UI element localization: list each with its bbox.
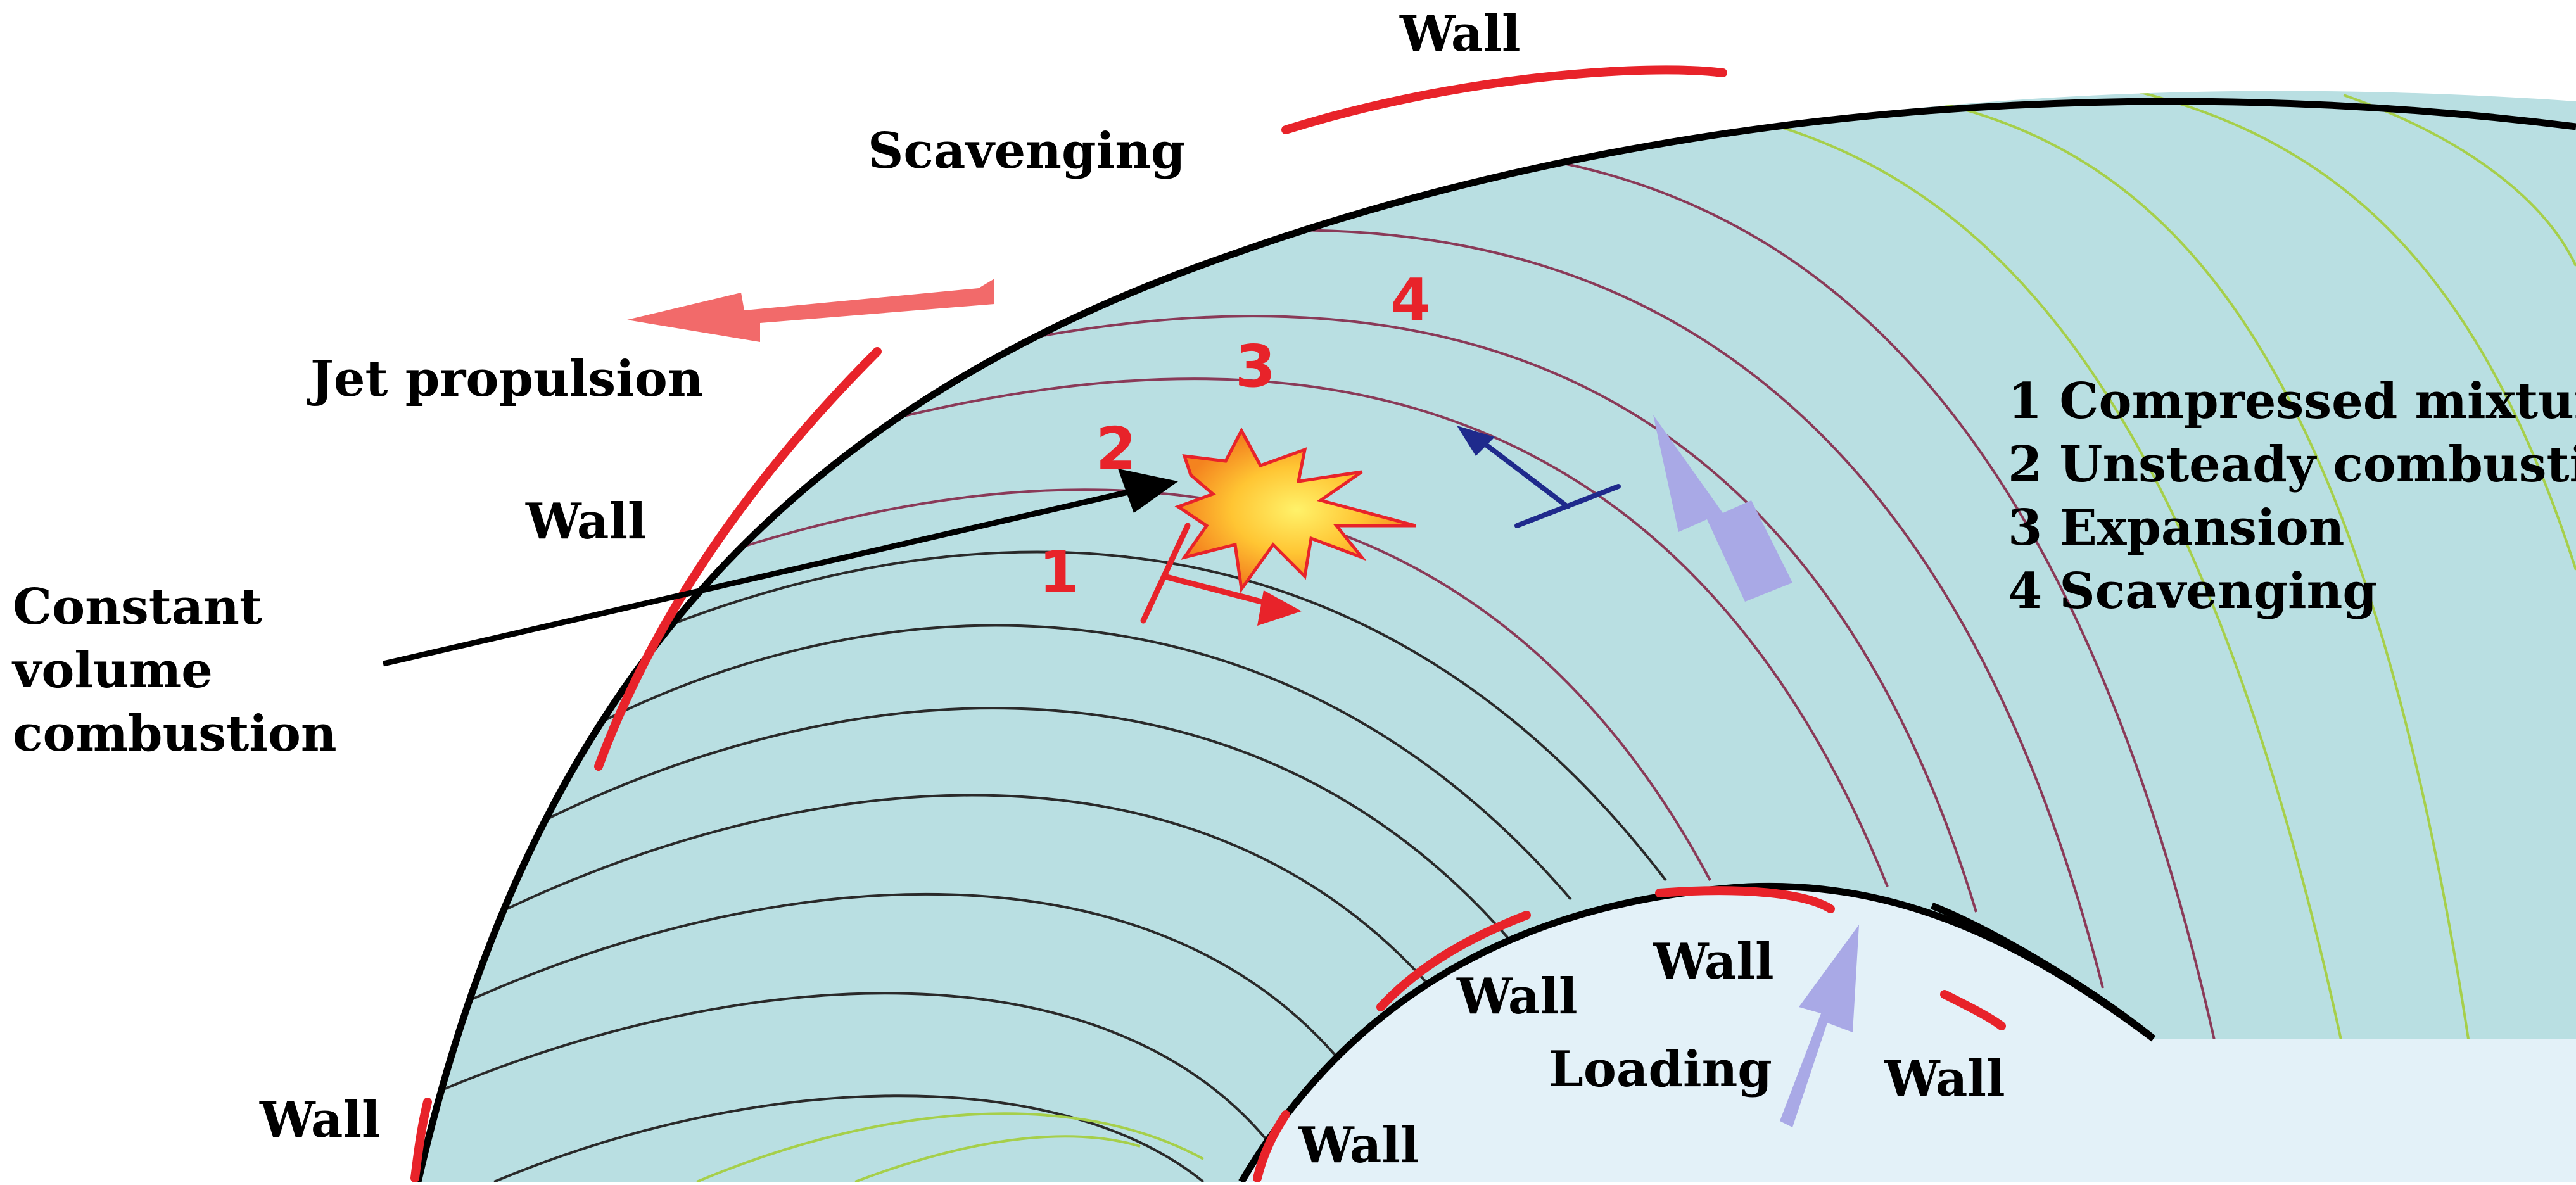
zone-number-4: 4: [1390, 266, 1431, 334]
combustion-burst: [1174, 427, 1416, 593]
label-loading: Loading: [1549, 1041, 1772, 1098]
label-wall-top: Wall: [1399, 5, 1521, 63]
label-wall-inner-2: Wall: [1653, 933, 1774, 991]
compression-arrow-head: [1257, 590, 1302, 626]
legend-item-4: 4 Scavenging: [2008, 562, 2377, 620]
label-cvc-line2: volume: [11, 642, 213, 699]
loading-flow-arrow: [1780, 925, 1859, 1127]
legend-item-2: 2 Unsteady combustion: [2008, 436, 2576, 493]
cvc-pointer-line: [382, 488, 1135, 667]
label-cvc-line3: combustion: [13, 705, 337, 763]
expansion-arrow-head: [1457, 426, 1495, 456]
label-wall-inner-4: Wall: [1298, 1117, 1419, 1174]
wall-segments: [410, 65, 2006, 1182]
zone-number-2: 2: [1096, 415, 1136, 483]
label-wall-inner-3: Wall: [1884, 1050, 2005, 1108]
label-wall-left: Wall: [525, 493, 647, 550]
jet-propulsion-arrow: [627, 279, 994, 342]
expansion-wave-marker: [1473, 434, 1621, 528]
legend-item-3: 3 Expansion: [2008, 499, 2344, 557]
zone-number-3: 3: [1235, 333, 1276, 400]
label-wall-inner-1: Wall: [1456, 968, 1578, 1025]
inner-boundary-right: [1930, 902, 2156, 1042]
cvc-pointer-head: [1118, 469, 1178, 513]
outer-boundary: [414, 98, 2576, 1183]
label-jet-propulsion: Jet propulsion: [307, 350, 704, 408]
legend-item-1: 1 Compressed mixture: [2008, 372, 2576, 430]
channel-region: [418, 91, 2576, 1182]
label-wall-bottom-left: Wall: [259, 1091, 381, 1149]
legend: 1 Compressed mixture 2 Unsteady combusti…: [2008, 372, 2576, 620]
inner-hub-region: [1241, 886, 2576, 1182]
scavenging-flow-arrow: [1653, 415, 1792, 602]
contour-lines: [443, 91, 2576, 1182]
label-scavenging: Scavenging: [868, 122, 1185, 180]
label-cvc-line1: Constant: [13, 578, 262, 636]
zone-number-1: 1: [1039, 538, 1079, 606]
